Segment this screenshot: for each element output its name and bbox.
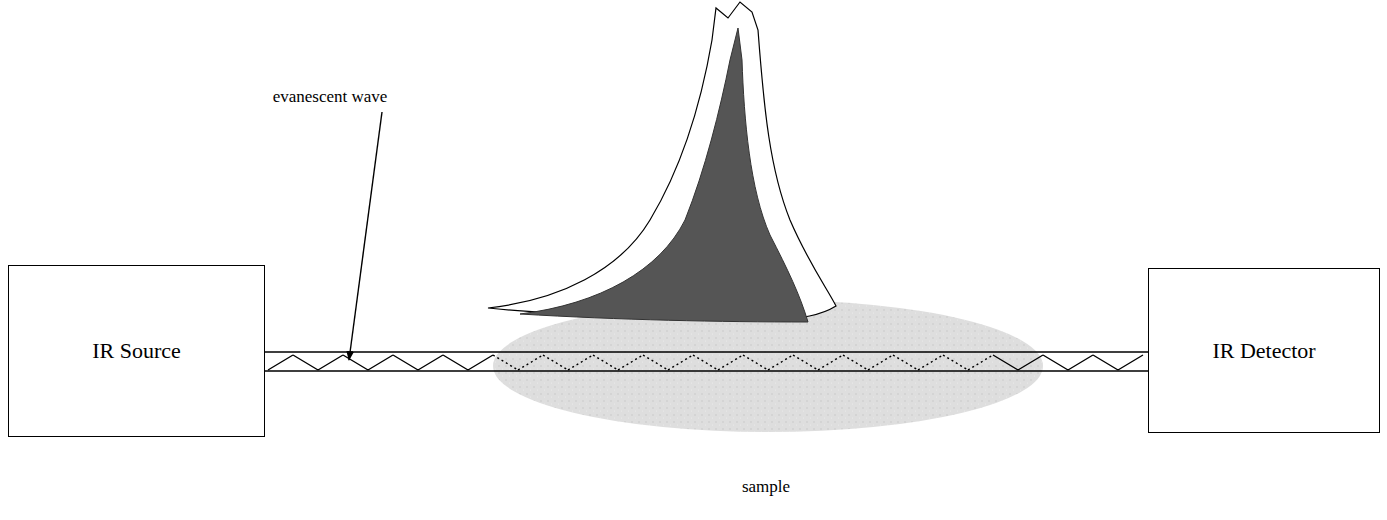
spectrum-peak-fill (520, 28, 808, 322)
light-path (268, 355, 1143, 370)
callout-label: evanescent wave (273, 87, 388, 107)
sample-label: sample (742, 477, 790, 497)
box-label: IR Detector (1212, 338, 1315, 364)
optical-fiber (265, 352, 1148, 371)
leader-arrow (349, 112, 382, 360)
light-path-absorbed (493, 355, 993, 370)
detector-box: IR Detector (1148, 268, 1380, 433)
source-box: IR Source (8, 265, 265, 437)
box-label: IR Source (92, 338, 181, 364)
